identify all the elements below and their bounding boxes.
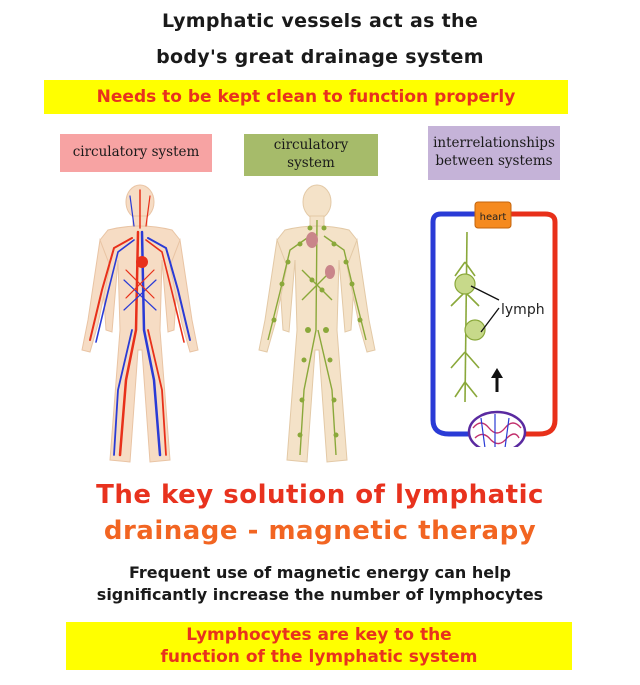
circulatory-body-illustration [81, 184, 199, 463]
banner-line-2: function of the lymphatic system [160, 647, 478, 667]
clean-banner: Needs to be kept clean to function prope… [44, 80, 568, 114]
lymphocytes-banner: Lymphocytes are key to the function of t… [66, 622, 572, 670]
lymphatic-body-illustration [258, 184, 376, 463]
heart-box [474, 201, 512, 229]
heart-label: heart [480, 212, 507, 223]
panel-label-text: interrelationships [433, 135, 555, 152]
panel-label-text: between systems [435, 153, 553, 169]
arrow-up-icon [491, 368, 503, 378]
panel-label-text: circulatory system [72, 144, 200, 161]
solution-heading-line-2: drainage - magnetic therapy [103, 516, 537, 546]
body-text-line-2: significantly increase the number of lym… [96, 585, 544, 604]
capillary-bed [467, 410, 527, 447]
lymph-label: lymph [501, 302, 545, 318]
panel-label-interrelationships: interrelationships between systems [428, 126, 560, 180]
title-line-2: body's great drainage system [156, 46, 484, 68]
panel-label-circulatory: circulatory system [60, 134, 212, 172]
banner-line-1: Lymphocytes are key to the [186, 625, 452, 645]
title-line-1: Lymphatic vessels act as the [161, 10, 479, 32]
solution-heading-line-1: The key solution of lymphatic [96, 480, 544, 510]
panel-label-text: circulatory [273, 137, 349, 154]
panel-label-text: system [287, 155, 335, 171]
interrelationship-diagram: heart lymph [430, 201, 558, 447]
panel-label-lymphatic: circulatory system [244, 134, 378, 176]
body-text-line-1: Frequent use of magnetic energy can help [128, 563, 512, 582]
